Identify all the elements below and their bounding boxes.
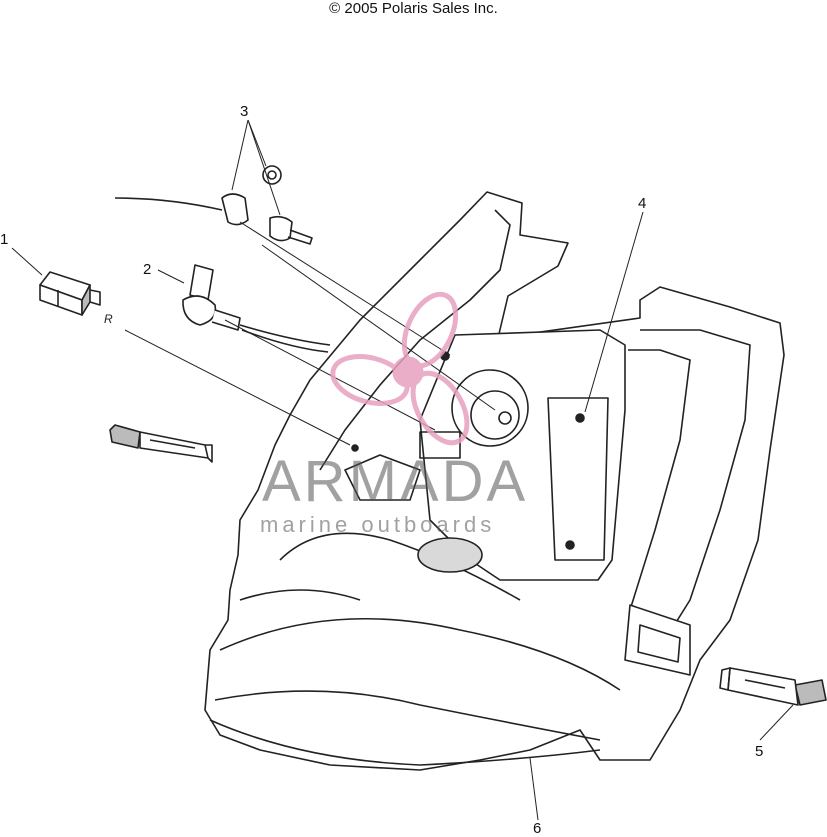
- leader-1: [11, 247, 43, 276]
- watermark-subtitle: marine outboards: [260, 512, 496, 537]
- recess-bracket: [344, 454, 421, 501]
- bulb-part-3: [114, 165, 313, 245]
- screw-head: [565, 540, 575, 550]
- assembly-line-3: [261, 244, 496, 411]
- screw-head: [575, 413, 585, 423]
- assembly-line-2: [224, 319, 436, 431]
- leader-2: [157, 269, 185, 284]
- callout-4: 4: [638, 195, 647, 212]
- gauge-ring-inner: [470, 390, 520, 440]
- leader-3a: [231, 119, 249, 191]
- rivet-right: [719, 667, 827, 706]
- lower-opening: [417, 537, 483, 573]
- hood-lower-curve-2: [214, 690, 601, 741]
- callout-3: 3: [240, 103, 249, 120]
- leader-3c: [247, 119, 267, 167]
- assembly-line-1: [124, 329, 351, 446]
- watermark-title: ARMADA: [262, 449, 529, 514]
- hood-handle: [624, 604, 691, 676]
- hood-lower-curve: [219, 617, 621, 691]
- wire-color-note: R: [104, 312, 113, 326]
- instrument-recess: [419, 329, 626, 581]
- leader-3b: [247, 119, 281, 216]
- screw-head: [351, 444, 359, 452]
- recess-slot: [419, 431, 461, 459]
- callout-1: 1: [0, 231, 9, 248]
- watermark-logo-icon: [330, 291, 470, 446]
- leader-4: [584, 211, 644, 413]
- hood-ridge-1: [640, 329, 751, 641]
- gauge-ring: [451, 369, 529, 447]
- rivet-left: [109, 424, 213, 463]
- hood-handle-inner: [637, 624, 681, 663]
- callout-6: 6: [533, 820, 542, 837]
- leader-5: [759, 704, 794, 741]
- callout-5: 5: [755, 743, 764, 760]
- recess-plate: [547, 397, 609, 561]
- leader-6: [529, 757, 539, 821]
- callout-2: 2: [143, 261, 152, 278]
- hood-bottom-lip: [209, 719, 601, 766]
- hood-contour-2: [239, 589, 361, 601]
- assembly-line-4: [239, 221, 451, 356]
- copyright-text: © 2005 Polaris Sales Inc.: [329, 0, 498, 17]
- hood-contour: [279, 532, 521, 601]
- hood-inner-edge: [319, 209, 511, 471]
- hood-ridge-2: [628, 349, 691, 611]
- gauge-hub: [498, 411, 512, 425]
- switch-part-1: [39, 271, 101, 316]
